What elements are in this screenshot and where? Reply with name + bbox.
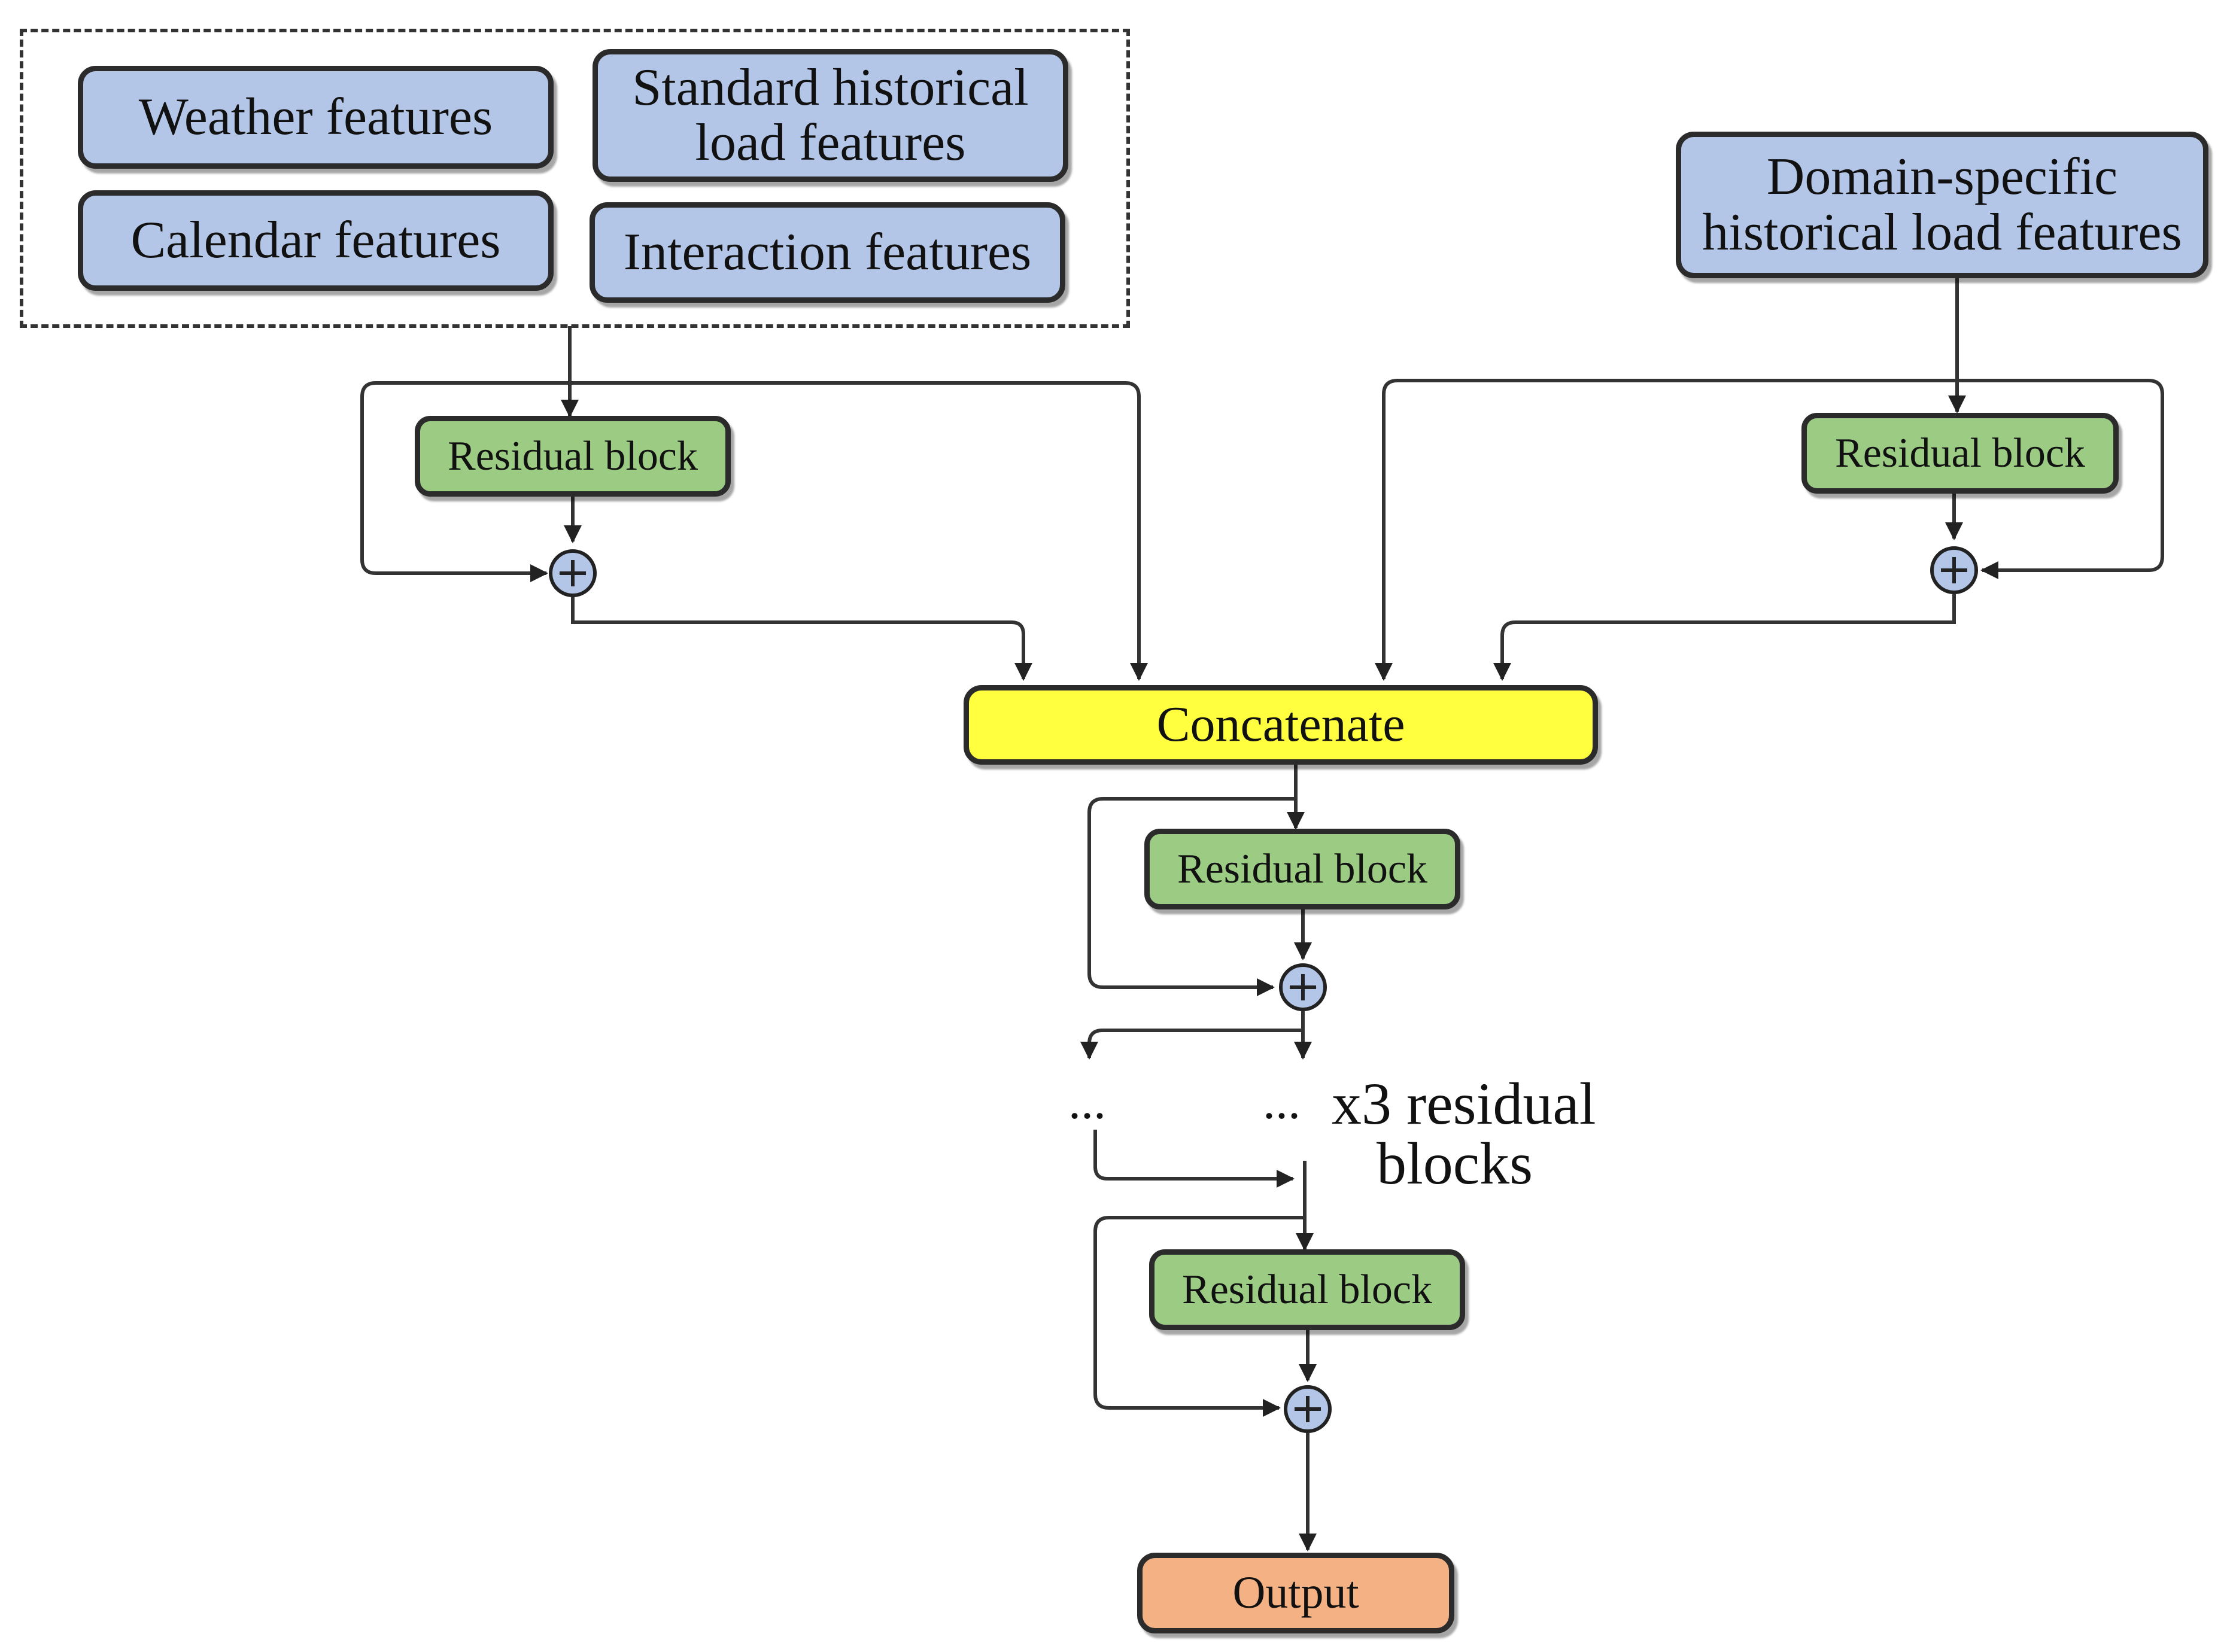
circled-plus-icon: [1930, 546, 1978, 594]
circled-plus-icon: [549, 549, 597, 597]
right-sum-to-concat-arrow: [1493, 594, 1956, 681]
residual-block-left-label: Residual block: [448, 433, 698, 479]
output-label: Output: [1232, 1567, 1359, 1618]
calendar-features-box: Calendar features: [78, 190, 554, 291]
ellipsis-left: ...: [1068, 1074, 1106, 1130]
left-bypass-to-concat-arrow: [570, 381, 1148, 681]
concatenate-label: Concatenate: [1156, 696, 1405, 753]
general-features-group: [20, 29, 1130, 328]
trunk-skip-2: [1093, 1216, 1305, 1417]
standard-historical-load-features-box: Standard historical load features: [593, 49, 1068, 182]
residual-block-right-label: Residual block: [1835, 430, 2085, 476]
concatenate-box: Concatenate: [964, 685, 1598, 765]
repeat-skip-in: [1080, 1029, 1303, 1060]
domain-specific-historical-load-features-label: Domain-specific historical load features: [1702, 148, 2182, 261]
standard-historical-load-features-label: Standard historical load features: [632, 58, 1029, 172]
domain-specific-historical-load-features-box: Domain-specific historical load features: [1676, 132, 2208, 278]
output-box: Output: [1137, 1553, 1454, 1633]
calendar-features-label: Calendar features: [130, 211, 501, 269]
residual-block-trunk-1-label: Residual block: [1177, 845, 1427, 892]
left-sum-to-concat-arrow: [571, 597, 1032, 681]
right-bypass-to-concat-arrow: [1375, 379, 1957, 681]
residual-block-trunk-2: Residual block: [1149, 1249, 1465, 1330]
repeat-residual-blocks-note: x3 residual blocks: [1332, 1070, 1596, 1197]
circled-plus-icon: [1279, 963, 1327, 1011]
trunk-skip-1: [1087, 797, 1296, 996]
interaction-features-box: Interaction features: [590, 202, 1065, 303]
residual-block-trunk-2-label: Residual block: [1182, 1266, 1432, 1313]
ellipsis-right: ...: [1263, 1074, 1301, 1130]
residual-block-trunk-1: Residual block: [1144, 829, 1460, 909]
weather-features-label: Weather features: [138, 87, 493, 146]
residual-block-left: Residual block: [415, 416, 731, 497]
circled-plus-icon: [1284, 1385, 1332, 1433]
left-skip-connection: [360, 381, 570, 582]
interaction-features-label: Interaction features: [623, 223, 1032, 281]
right-skip-connection: [1957, 379, 2164, 579]
repeat-skip-out: [1093, 1130, 1295, 1188]
weather-features-box: Weather features: [78, 66, 554, 169]
residual-block-right: Residual block: [1801, 413, 2119, 494]
